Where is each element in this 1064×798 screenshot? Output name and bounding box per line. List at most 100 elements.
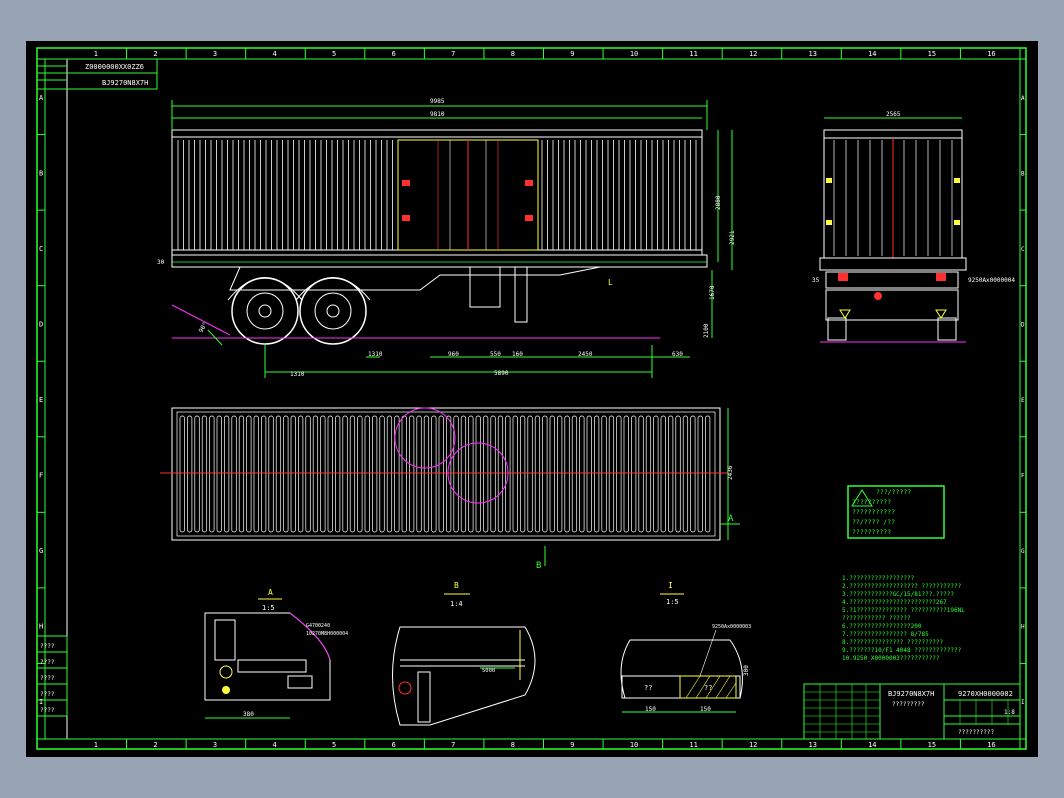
column-label: 2 bbox=[153, 50, 157, 58]
column-ticks: 1122334455667788991010111112121313141415… bbox=[94, 48, 996, 749]
revision-labels: ???? ???? ???? ???? ???? bbox=[40, 643, 55, 714]
title-scale: 1:8 bbox=[1004, 709, 1015, 716]
row-label: H bbox=[39, 623, 43, 631]
row-label: A bbox=[1021, 95, 1025, 102]
column-label: 1 bbox=[94, 50, 98, 58]
column-label: 14 bbox=[868, 50, 876, 58]
dim-d5: 630 bbox=[672, 351, 683, 358]
dim-top-width: 2436 bbox=[727, 465, 734, 480]
side-ribs bbox=[177, 140, 697, 250]
dim-front-overhang: 2100 bbox=[703, 323, 710, 338]
detail-i-scale: 1:5 bbox=[666, 598, 679, 606]
top-left-box: Z0000000XX0ZZ6 BJ9270N8X7H bbox=[36, 58, 158, 90]
dim-d3: 160 bbox=[512, 351, 523, 358]
sheet-code: Z0000000XX0ZZ6 bbox=[85, 63, 144, 71]
detail-a-dim: 380 bbox=[243, 711, 254, 718]
dim-angle: 90° bbox=[198, 321, 209, 334]
row-label: F bbox=[1021, 473, 1025, 480]
title-company: ?????????? bbox=[958, 729, 995, 736]
column-label: 8 bbox=[511, 50, 515, 58]
row-label: H bbox=[1021, 624, 1025, 631]
drawing-number: BJ9270N8X7H bbox=[102, 79, 148, 87]
detail-i-label2: ?? bbox=[704, 684, 712, 692]
column-label: 3 bbox=[213, 741, 217, 749]
detail-i-dim2: 150 bbox=[700, 706, 711, 713]
column-label: 4 bbox=[272, 741, 276, 749]
detail-i-tag: 9250Ax0000003 bbox=[712, 624, 751, 630]
column-label: 10 bbox=[630, 741, 638, 749]
technical-notes: 1.?????????????????? 2.?????????????????… bbox=[842, 575, 965, 662]
column-label: 6 bbox=[392, 741, 396, 749]
detail-a-tag2: 10270M8H000004 bbox=[306, 631, 348, 637]
row-label: C bbox=[39, 245, 43, 253]
note-line: 5.?1?????????????? ??????????196NL bbox=[842, 607, 965, 614]
column-label: 16 bbox=[987, 50, 995, 58]
section-b-marker: B bbox=[536, 561, 541, 571]
warning-panel: ???/????? ?????????? ??????????? ??/????… bbox=[847, 485, 945, 539]
detail-b-letter: B bbox=[454, 581, 459, 590]
row-label: B bbox=[1021, 170, 1025, 177]
title-block-grid bbox=[804, 684, 1009, 739]
front-view: 2565 9250Ax0000004 35 bbox=[812, 111, 1015, 343]
note-line: 4.????????????????????????267 bbox=[842, 599, 947, 606]
detail-i-letter: I bbox=[668, 581, 673, 590]
title-code: 9270XH0000002 bbox=[958, 690, 1013, 698]
detail-i-dim1: 150 bbox=[645, 706, 656, 713]
callout-l: L bbox=[608, 278, 613, 287]
dim-ground-clear: 1670 bbox=[709, 285, 716, 300]
dim-height-1: 2880 bbox=[715, 195, 722, 210]
column-label: 12 bbox=[749, 50, 757, 58]
note-line: 7.???????????????? 8/785 bbox=[842, 631, 929, 638]
detail-b-dim: 5000 bbox=[482, 668, 495, 674]
note-line: ???????????? ?????? bbox=[842, 615, 911, 622]
column-label: 3 bbox=[213, 50, 217, 58]
row-label: F bbox=[39, 472, 43, 480]
warning-line-2: ?????????? bbox=[852, 498, 891, 506]
note-line: 10.9250_X0000003??????????? bbox=[842, 655, 940, 662]
outer-frame bbox=[36, 47, 1027, 750]
dim-front-width: 2565 bbox=[886, 111, 901, 118]
row-label: E bbox=[1021, 397, 1025, 404]
note-line: 9.???????10/F1 4048 ????????????? bbox=[842, 647, 962, 654]
title-name: ????????? bbox=[892, 701, 925, 708]
column-label: 13 bbox=[809, 741, 817, 749]
row-label: B bbox=[39, 169, 43, 177]
column-label: 15 bbox=[928, 741, 936, 749]
cad-drawing: 1122334455667788991010111112121313141415… bbox=[36, 47, 1027, 750]
column-label: 10 bbox=[630, 50, 638, 58]
top-view: 2436 A B bbox=[160, 407, 740, 571]
front-tag: 9250Ax0000004 bbox=[968, 277, 1015, 284]
detail-a-letter: A bbox=[268, 588, 273, 597]
row-label: E bbox=[39, 396, 43, 404]
dim-wheelbase: 5890 bbox=[494, 370, 509, 377]
column-label: 13 bbox=[809, 50, 817, 58]
column-label: 9 bbox=[570, 741, 574, 749]
front-door-bars bbox=[833, 140, 953, 256]
row-label: G bbox=[39, 547, 43, 555]
detail-a: A 1:5 380 G4700240 10270M8H000004 bbox=[204, 588, 348, 719]
detail-a-tag1: G4700240 bbox=[306, 623, 330, 629]
dim-d4: 2450 bbox=[578, 351, 593, 358]
dim-height-2: 2921 bbox=[729, 230, 736, 245]
row-label: G bbox=[1021, 548, 1025, 555]
dim-box-length: 9810 bbox=[430, 111, 445, 118]
row-label: A bbox=[39, 94, 44, 102]
warning-line-1: ???/????? bbox=[876, 488, 911, 496]
column-label: 7 bbox=[451, 741, 455, 749]
dim-d1: 960 bbox=[448, 351, 459, 358]
column-label: 11 bbox=[689, 741, 697, 749]
row-label: C bbox=[1021, 246, 1025, 253]
column-label: 16 bbox=[987, 741, 995, 749]
column-label: 12 bbox=[749, 741, 757, 749]
dim-axle-spread: 1310 bbox=[290, 371, 305, 378]
detail-i: I 1:5 ?? ?? 150 150 300 9250Ax0000003 bbox=[620, 581, 751, 713]
warning-line-3: ??????????? bbox=[852, 508, 895, 516]
note-line: 1.?????????????????? bbox=[842, 575, 915, 582]
rev-label: ???? bbox=[40, 691, 55, 698]
detail-b: B 1:4 5000 bbox=[392, 581, 536, 726]
note-line: 8.??????????????? ?????????? bbox=[842, 639, 944, 646]
detail-a-scale: 1:5 bbox=[262, 604, 275, 612]
column-label: 4 bbox=[272, 50, 276, 58]
